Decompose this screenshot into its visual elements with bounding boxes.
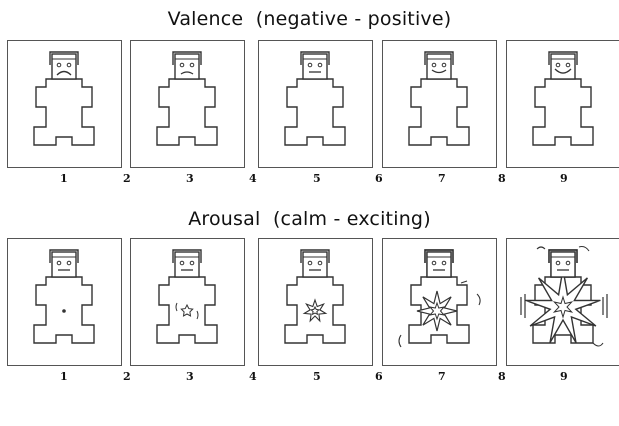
arousal-number-1: 1 <box>60 370 68 383</box>
valence-number-5: 5 <box>313 172 321 185</box>
valence-number-2: 2 <box>123 172 131 185</box>
sam-figure-icon <box>259 239 371 364</box>
valence-panel-7 <box>382 40 497 168</box>
valence-number-7: 7 <box>438 172 446 185</box>
valence-title: Valence (negative - positive) <box>0 8 619 30</box>
sam-figure-icon <box>131 41 243 166</box>
arousal-number-4: 4 <box>249 370 257 383</box>
valence-panel-1 <box>7 40 122 168</box>
valence-number-4: 4 <box>249 172 257 185</box>
valence-row: 1 2 3 4 5 6 7 8 9 <box>0 38 619 228</box>
arousal-number-3: 3 <box>186 370 194 383</box>
valence-number-8: 8 <box>498 172 506 185</box>
valence-panel-9 <box>506 40 619 168</box>
arousal-panel-7 <box>382 238 497 366</box>
arousal-number-2: 2 <box>123 370 131 383</box>
arousal-number-6: 6 <box>375 370 383 383</box>
sam-figure-icon <box>507 41 619 166</box>
sam-figure-icon <box>507 239 619 364</box>
arousal-panel-1 <box>7 238 122 366</box>
sam-figure-icon <box>259 41 371 166</box>
arousal-panel-5 <box>258 238 373 366</box>
arousal-title: Arousal (calm - exciting) <box>0 208 619 230</box>
arousal-number-7: 7 <box>438 370 446 383</box>
valence-number-3: 3 <box>186 172 194 185</box>
arousal-number-9: 9 <box>560 370 568 383</box>
arousal-panel-9 <box>506 238 619 366</box>
sam-figure-icon <box>131 239 243 364</box>
valence-number-6: 6 <box>375 172 383 185</box>
arousal-panel-3 <box>130 238 245 366</box>
arousal-number-8: 8 <box>498 370 506 383</box>
sam-figure-icon <box>8 41 120 166</box>
sam-figure-icon <box>8 239 120 364</box>
valence-number-9: 9 <box>560 172 568 185</box>
sam-figure-icon <box>383 239 495 364</box>
valence-panel-3 <box>130 40 245 168</box>
arousal-number-5: 5 <box>313 370 321 383</box>
sam-figure-icon <box>383 41 495 166</box>
arousal-row: 1 2 3 4 5 6 7 8 9 <box>0 236 619 426</box>
valence-number-1: 1 <box>60 172 68 185</box>
valence-panel-5 <box>258 40 373 168</box>
